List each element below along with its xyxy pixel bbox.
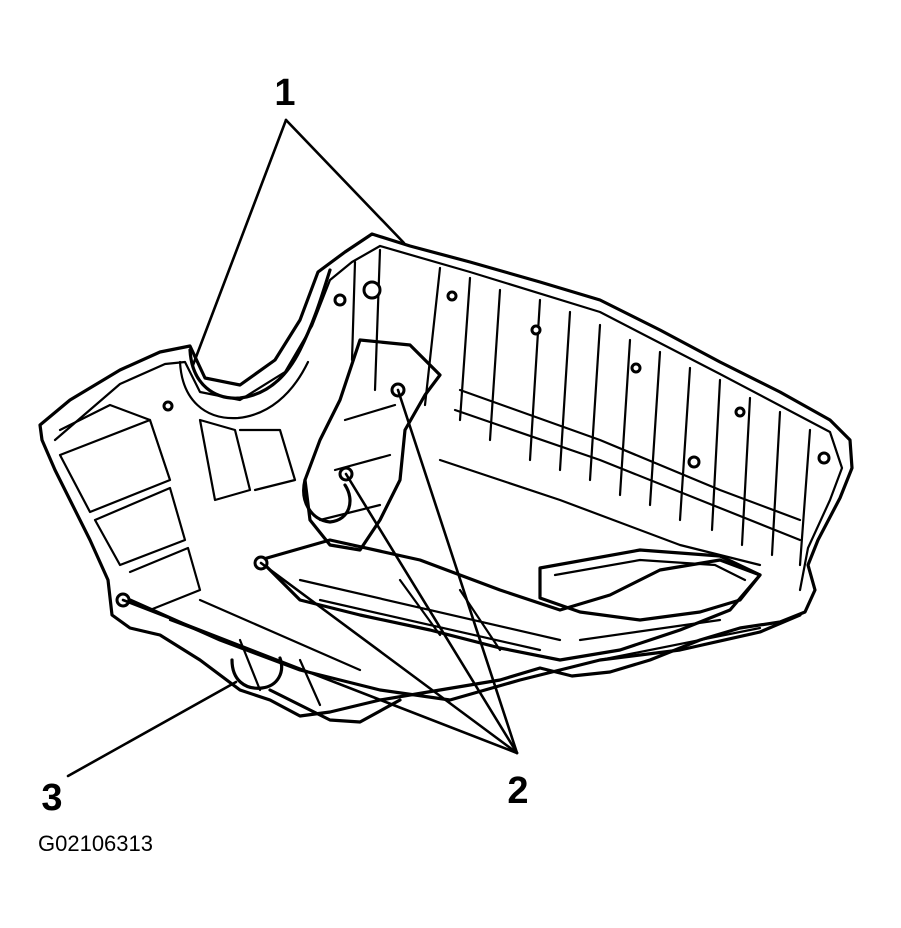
bolt-hole xyxy=(630,362,642,374)
back-wall-ribs xyxy=(350,248,812,567)
bolt-hole xyxy=(687,455,701,469)
center-baffle-detail xyxy=(318,403,397,522)
leader-lines xyxy=(66,118,519,778)
leader-3 xyxy=(66,680,238,778)
right-tray-inner xyxy=(553,558,747,582)
bolt-hole xyxy=(362,280,382,300)
crank-relief-arch xyxy=(188,268,332,400)
right-tray xyxy=(538,548,762,622)
pan-flange-outline xyxy=(38,232,854,718)
bolt-hole xyxy=(162,400,174,412)
callout-3: 3 xyxy=(41,777,62,819)
bolt-hole xyxy=(333,293,347,307)
sump-floor-ribs xyxy=(298,578,562,652)
leader-2c xyxy=(259,561,519,755)
bolt-hole xyxy=(446,290,458,302)
drain-bottom-plate xyxy=(268,688,402,724)
leader-2d xyxy=(121,598,519,755)
figure-id: G02106313 xyxy=(38,831,153,856)
bolt-hole xyxy=(734,406,746,418)
callout-2: 2 xyxy=(507,770,528,812)
drain-plug-boss xyxy=(230,656,284,690)
leader-1b xyxy=(284,118,406,245)
leader-2b xyxy=(344,472,519,755)
leader-2a xyxy=(396,388,519,755)
pickup-boss xyxy=(302,478,352,524)
bolt-hole xyxy=(817,451,831,465)
center-baffle xyxy=(303,338,442,552)
bolt-hole xyxy=(530,324,542,336)
crank-relief-inner xyxy=(178,360,310,420)
left-wall-ribs xyxy=(58,403,297,612)
leader-1a xyxy=(191,118,288,367)
callout-1: 1 xyxy=(274,72,295,114)
lower-skirt xyxy=(128,598,802,702)
pan-flange-inner xyxy=(53,244,844,592)
oil-pan-illustration xyxy=(38,232,854,724)
